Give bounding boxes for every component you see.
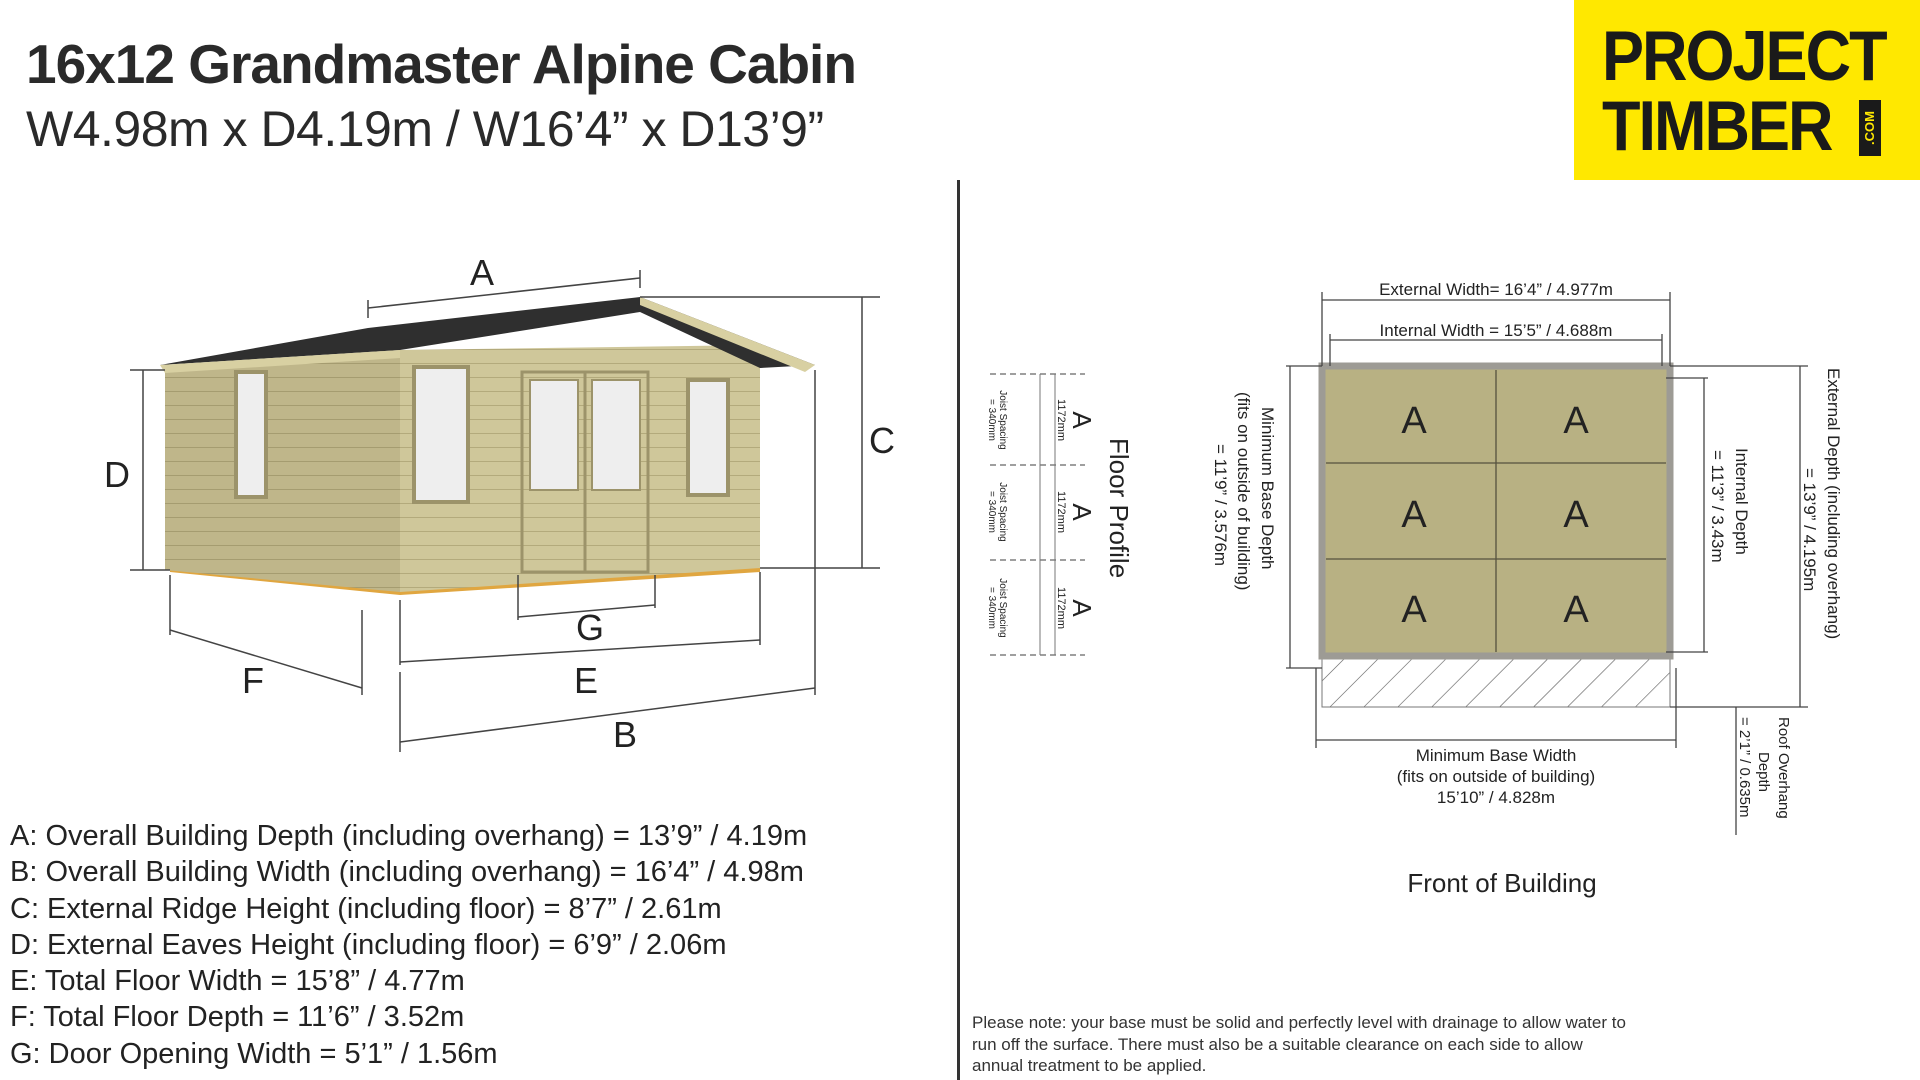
svg-text:= 11’9” / 3.576m: = 11’9” / 3.576m bbox=[1211, 444, 1230, 566]
front-of-building-label: Front of Building bbox=[1407, 868, 1596, 898]
svg-text:A: A bbox=[1067, 503, 1097, 521]
svg-text:A: A bbox=[1563, 494, 1589, 536]
svg-text:1172mm: 1172mm bbox=[1055, 587, 1067, 629]
door-glass-left bbox=[529, 379, 579, 491]
dim-label-b: B bbox=[613, 714, 637, 755]
front-window-left bbox=[412, 365, 470, 504]
page-subtitle: W4.98m x D4.19m / W16’4” x D13’9” bbox=[26, 101, 824, 157]
svg-text:Joist Spacing= 340mm: Joist Spacing= 340mm bbox=[986, 390, 1008, 449]
floor-plan: A A A A A A bbox=[1318, 362, 1674, 708]
svg-text:Roof Overhang: Roof Overhang bbox=[1775, 717, 1792, 819]
svg-text:A: A bbox=[1563, 400, 1589, 442]
internal-width-label: Internal Width = 15’5” / 4.688m bbox=[1380, 321, 1613, 340]
legend-item-d: D: External Eaves Height (including floo… bbox=[10, 928, 727, 961]
dim-label-g: G bbox=[576, 607, 604, 648]
dim-label-f: F bbox=[242, 660, 264, 701]
dim-label-e: E bbox=[574, 660, 598, 701]
svg-text:A: A bbox=[1401, 400, 1427, 442]
legend-item-g: G: Door Opening Width = 5’1” / 1.56m bbox=[10, 1037, 498, 1070]
roof-edge bbox=[640, 297, 815, 372]
svg-text:= 13’9” / 4.195m: = 13’9” / 4.195m bbox=[1800, 468, 1819, 591]
cabin-roof bbox=[160, 297, 815, 368]
section-divider bbox=[957, 180, 960, 1080]
side-window bbox=[234, 370, 268, 499]
dim-label-c: C bbox=[869, 420, 895, 461]
svg-text:Depth: Depth bbox=[1755, 752, 1772, 792]
logo-line-2: TIMBER bbox=[1602, 87, 1833, 166]
legend-item-e: E: Total Floor Width = 15’8” / 4.77m bbox=[10, 965, 465, 998]
svg-text:A: A bbox=[1401, 589, 1427, 631]
profile-joist-spacing: Joist Spacing= 340mm Joist Spacing= 340m… bbox=[986, 390, 1008, 637]
dim-label-a: A bbox=[470, 252, 494, 293]
external-width-label: External Width= 16’4” / 4.977m bbox=[1379, 280, 1613, 299]
svg-text:(fits on outside of building): (fits on outside of building) bbox=[1234, 392, 1253, 590]
floor-panel-letters: A A A A A A bbox=[1401, 400, 1589, 631]
legend-item-b: B: Overall Building Width (including ove… bbox=[10, 856, 804, 889]
svg-text:A: A bbox=[1401, 494, 1427, 536]
svg-text:A: A bbox=[1067, 599, 1097, 617]
min-base-depth-label: Minimum Base Depth (fits on outside of b… bbox=[1211, 392, 1277, 590]
svg-text:= 2’1” / 0.635m: = 2’1” / 0.635m bbox=[1736, 717, 1753, 817]
cabin-diagram: A C D G E F B bbox=[104, 252, 895, 755]
svg-text:(fits on outside of building): (fits on outside of building) bbox=[1397, 767, 1595, 786]
roof-overhang-area bbox=[1321, 654, 1671, 708]
svg-text:= 11’3” / 3.43m: = 11’3” / 3.43m bbox=[1708, 450, 1727, 563]
profile-panel-widths: 1172mm 1172mm 1172mm bbox=[1055, 399, 1067, 629]
floor-profile: Floor Profile A A A 1172mm 1172mm 1172mm… bbox=[986, 373, 1134, 656]
svg-text:Minimum Base Depth: Minimum Base Depth bbox=[1258, 407, 1277, 570]
legend-item-c: C: External Ridge Height (including floo… bbox=[10, 892, 722, 925]
svg-text:A: A bbox=[1067, 411, 1097, 429]
floor-profile-title: Floor Profile bbox=[1104, 438, 1134, 578]
dimension-legend: A: Overall Building Depth (including ove… bbox=[10, 818, 807, 1072]
svg-text:Internal Depth: Internal Depth bbox=[1732, 448, 1751, 555]
roof-fascia bbox=[160, 350, 400, 373]
external-depth-label: External Depth (including overhang) = 13… bbox=[1800, 368, 1843, 639]
internal-depth-label: Internal Depth = 11’3” / 3.43m bbox=[1708, 448, 1751, 563]
svg-text:A: A bbox=[1563, 589, 1589, 631]
svg-text:Joist Spacing= 340mm: Joist Spacing= 340mm bbox=[986, 578, 1008, 637]
plan-dimension-lines bbox=[1286, 292, 1808, 835]
svg-text:External Depth (including over: External Depth (including overhang) bbox=[1824, 368, 1843, 639]
svg-text:1172mm: 1172mm bbox=[1055, 399, 1067, 441]
profile-panel-letters: A A A bbox=[1067, 411, 1097, 617]
svg-text:15’10” / 4.828m: 15’10” / 4.828m bbox=[1437, 788, 1555, 807]
roof-overhang-label: Roof Overhang Depth = 2’1” / 0.635m bbox=[1736, 717, 1792, 819]
dimension-lines bbox=[130, 270, 880, 752]
logo-line-1: PROJECT bbox=[1602, 17, 1888, 96]
svg-text:Joist Spacing= 340mm: Joist Spacing= 340mm bbox=[986, 482, 1008, 541]
door-glass-right bbox=[591, 379, 641, 491]
project-timber-logo: PROJECT TIMBER .COM bbox=[1574, 0, 1920, 180]
legend-item-f: F: Total Floor Depth = 11’6” / 3.52m bbox=[10, 1001, 465, 1034]
svg-text:Minimum Base Width: Minimum Base Width bbox=[1416, 746, 1577, 765]
legend-item-a: A: Overall Building Depth (including ove… bbox=[10, 820, 808, 852]
base-note: Please note: your base must be solid and… bbox=[972, 1013, 1626, 1075]
dim-label-d: D bbox=[104, 454, 130, 495]
front-window-right bbox=[686, 378, 730, 497]
min-base-width-label: Minimum Base Width (fits on outside of b… bbox=[1397, 746, 1595, 807]
svg-text:1172mm: 1172mm bbox=[1055, 491, 1067, 533]
cabin-side-wall bbox=[165, 350, 400, 592]
page-title: 16x12 Grandmaster Alpine Cabin bbox=[26, 33, 857, 95]
